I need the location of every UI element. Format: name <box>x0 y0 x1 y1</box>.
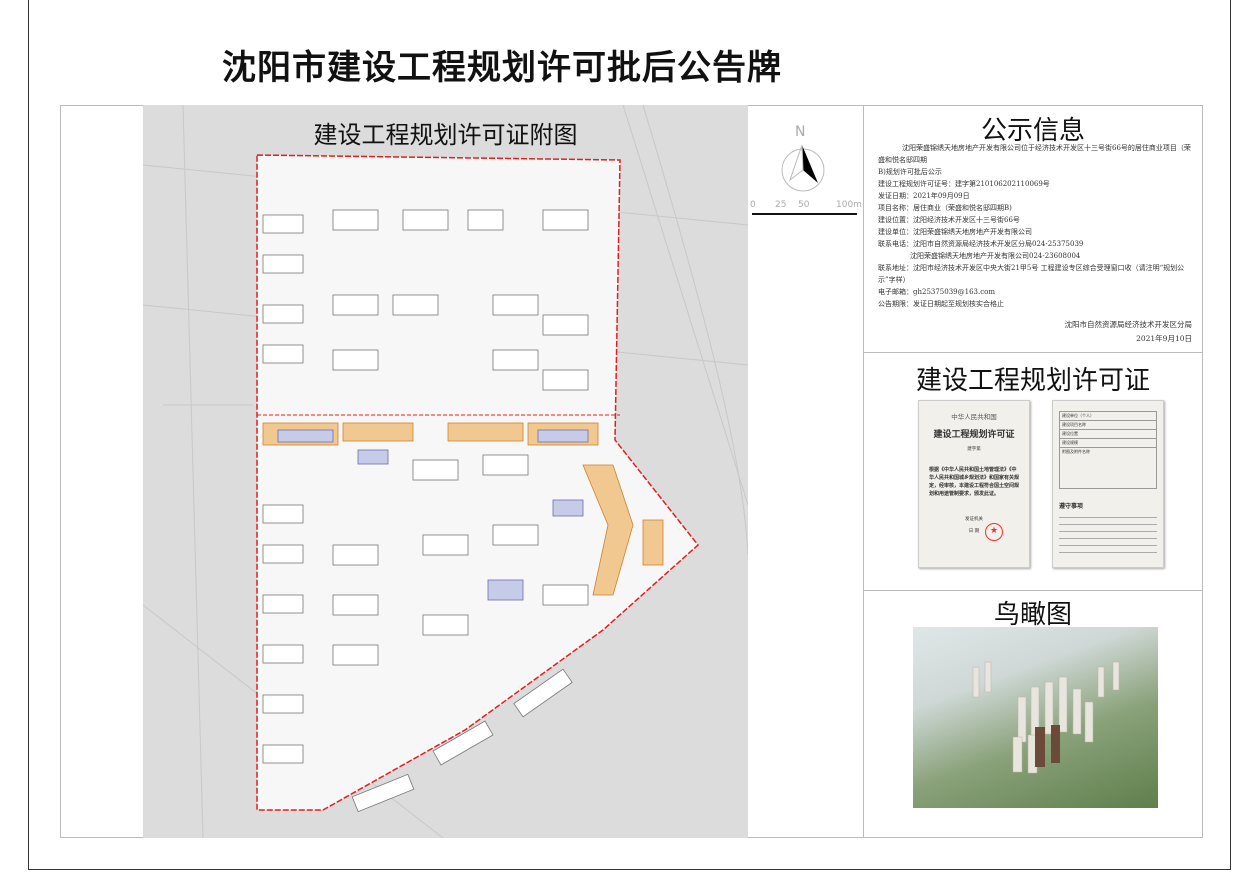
permit-body: 根据《中华人民共和国土地管理法》《中华人民共和国城乡规划法》和国家有关规定，经审… <box>929 467 1020 497</box>
site-boundary <box>256 154 700 811</box>
permit-doc-title: 建设工程规划许可证 <box>933 430 1015 440</box>
issue-date: 2021年9月10日 <box>1136 334 1192 343</box>
map-title: 建设工程规划许可证附图 <box>313 121 578 149</box>
info-intro: B)规划许可批后公示 <box>878 168 942 176</box>
info-line: 项目名称：居住商业（荣盛和悦名邸四期B) <box>878 204 1012 212</box>
north-label: N <box>795 124 806 140</box>
aerial-title: 鸟瞰图 <box>993 600 1072 630</box>
site-plan-map <box>142 104 749 839</box>
scale-label: 25 <box>775 200 787 210</box>
permit-issuer-label: 发证机关 <box>965 517 983 522</box>
permit-notes-title: 遵守事项 <box>1059 503 1084 510</box>
info-line: 建设位置：沈阳经济技术开发区十三号街66号 <box>878 216 1020 224</box>
permit-notes-text <box>1059 514 1157 554</box>
permit-field: 建设位置 <box>1060 430 1156 439</box>
scale-bar: 0 25 50 100m <box>748 200 862 220</box>
permit-field: 附图及附件名称 <box>1062 449 1090 454</box>
section-divider <box>863 352 1203 353</box>
board-frame <box>28 0 1231 870</box>
info-text: 沈阳荣盛锦绣天地房地产开发有限公司位于经济技术开发区十三号街66号的居住商业项目… <box>878 142 1196 310</box>
issuer-signature: 沈阳市自然资源局经济技术开发区分局 2021年9月10日 <box>900 318 1193 346</box>
permit-country: 中华人民共和国 <box>951 413 997 421</box>
section-divider <box>863 590 1203 591</box>
permit-back-image: 建设单位（个人） 建设项目名称 建设位置 建设规模 附图及附件名称 遵守事项 <box>1052 400 1164 568</box>
aerial-rendering <box>972 661 1120 774</box>
info-line: 建设单位：沈阳荣盛锦绣天地房地产开发有限公司 <box>878 228 1032 236</box>
info-line: 发证日期：2021年09月09日 <box>878 192 970 200</box>
site-plan-drawing <box>142 104 749 839</box>
permit-front-image: 中华人民共和国 建设工程规划许可证 建字第 根据《中华人民共和国土地管理法》《中… <box>918 400 1030 568</box>
column-divider <box>863 105 864 838</box>
board-title: 沈阳市建设工程规划许可批后公告牌 <box>222 48 782 88</box>
permit-date-label: 日 期 <box>968 529 980 534</box>
scale-label: 100m <box>836 200 862 210</box>
info-line: 公告期限：发证日期起至规划核实合格止 <box>878 300 1004 308</box>
permit-number-label: 建字第 <box>967 447 981 452</box>
info-line: 沈阳荣盛锦绣天地房地产开发有限公司024-23608004 <box>910 252 1081 260</box>
official-seal-icon: ★ <box>985 523 1003 541</box>
permit-field: 建设单位（个人） <box>1060 412 1156 421</box>
info-line: 联系地址：沈阳市经济技术开发区中央大街21甲5号 工程建设专区综合受理窗口收（请… <box>878 264 1185 284</box>
info-line: 联系电话：沈阳市自然资源局经济技术开发区分局024-25375039 <box>878 240 1084 248</box>
scale-label: 0 <box>750 200 756 210</box>
north-arrow-icon <box>781 144 825 192</box>
info-line: 建设工程规划许可证号：建字第210106202110069号 <box>878 180 1050 188</box>
info-line: 电子邮箱：gh25375039@163.com <box>878 288 995 296</box>
scale-label: 50 <box>798 200 810 210</box>
issuer-name: 沈阳市自然资源局经济技术开发区分局 <box>1064 320 1193 329</box>
aerial-view-image <box>913 627 1158 808</box>
permit-field: 建设项目名称 <box>1060 421 1156 430</box>
info-intro: 沈阳荣盛锦绣天地房地产开发有限公司位于经济技术开发区十三号街66号的居住商业项目… <box>878 144 1191 164</box>
permit-field: 建设规模 <box>1060 439 1156 448</box>
permit-title: 建设工程规划许可证 <box>915 366 1150 396</box>
info-title: 公示信息 <box>980 116 1085 146</box>
